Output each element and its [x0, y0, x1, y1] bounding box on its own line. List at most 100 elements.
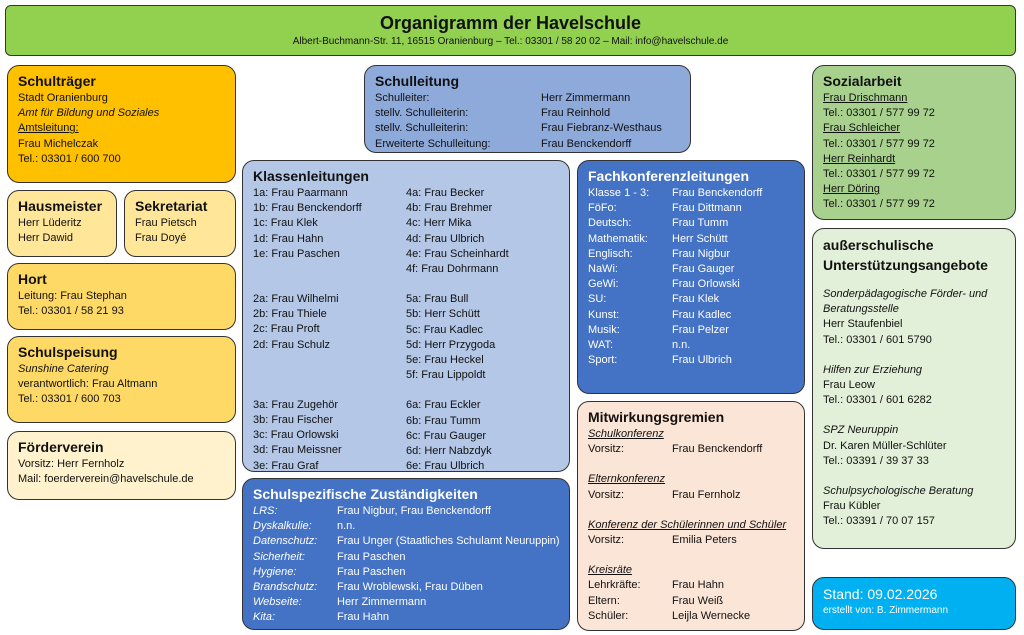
key-value-row: NaWi:Frau Gauger	[588, 262, 794, 277]
box-title: Hort	[18, 271, 47, 287]
key-value-row: Hygiene:Frau Paschen	[253, 565, 559, 580]
class-teacher: 2a: Frau Wilhelmi	[253, 293, 339, 306]
class-teacher: 6d: Herr Nabzdyk	[406, 445, 492, 458]
class-teacher: 4f: Frau Dohrmann	[406, 263, 499, 276]
row-value: n.n.	[337, 520, 356, 533]
row-label: Erweiterte Schulleitung:	[375, 137, 491, 150]
text-line: Vorsitz: Herr Fernholz	[18, 458, 125, 470]
class-teacher: 1d: Frau Hahn	[253, 232, 324, 245]
class-teacher: 2b: Frau Thiele	[253, 308, 327, 321]
key-value-row: Lehrkräfte:Frau Hahn	[588, 578, 794, 593]
row-label: Sport:	[588, 354, 618, 367]
spacer	[823, 408, 1005, 423]
row-value: Frau Kadlec	[672, 308, 732, 321]
row-value: Frau Pelzer	[672, 323, 729, 336]
row-value: Frau Hahn	[672, 579, 724, 592]
text-line: verantwortlich: Frau Altmann	[18, 378, 158, 391]
key-value-row: GeWi:Frau Orlowski	[588, 277, 794, 292]
row-label: stellv. Schulleiterin:	[375, 107, 469, 120]
box-title: Hausmeister	[18, 198, 103, 214]
row-label: Schüler:	[588, 609, 629, 622]
offer-name: SPZ Neuruppin	[823, 424, 899, 437]
row-value: Emilia Peters	[672, 534, 737, 547]
key-value-row: Vorsitz:Emilia Peters	[588, 533, 794, 548]
row-value: Herr Zimmermann	[337, 596, 427, 609]
class-teacher: 6c: Frau Gauger	[406, 429, 487, 442]
row-value: Frau Weiß	[672, 594, 724, 607]
offer-name: Schulpsychologische Beratung	[823, 485, 974, 498]
row-value: Leijla Wernecke	[672, 609, 751, 622]
class-teacher: 1a: Frau Paarmann	[253, 187, 348, 199]
gremium-name: Elternkonferenz	[588, 473, 666, 486]
class-teacher: 3a: Frau Zugehör	[253, 398, 338, 411]
box-title: Schulleitung	[375, 73, 459, 89]
gremium-name: Konferenz der Schülerinnen und Schüler	[588, 518, 787, 531]
row-label: Hygiene:	[253, 565, 297, 578]
row-value: Frau Benckendorff	[541, 137, 632, 150]
offer-phone: Tel.: 03391 / 39 37 33	[823, 454, 929, 467]
text-line: Frau Pietsch	[135, 217, 197, 229]
spacer	[406, 277, 559, 292]
box-title: Mitwirkungsgremien	[588, 409, 725, 425]
text-line: Stadt Oranienburg	[18, 92, 108, 104]
offer-phone: Tel.: 03301 / 601 5790	[823, 333, 932, 346]
page-title: Organigramm der Havelschule	[379, 13, 642, 33]
row-label: Sicherheit:	[253, 550, 305, 563]
spacer	[823, 348, 1005, 363]
offer-name: Sonderpädagogische Förder- und Beratungs…	[823, 288, 988, 316]
key-value-row: Sport: Frau Ulbrich	[588, 353, 794, 368]
key-value-row: Musik: Frau Pelzer	[588, 323, 794, 338]
offer-contact: Herr Staufenbiel	[823, 318, 903, 331]
key-value-row: SU:Frau Klek	[588, 292, 794, 307]
key-value-row: LRS:Frau Nigbur, Frau Benckendorff	[253, 504, 559, 519]
class-teacher: 1c: Frau Klek	[253, 217, 318, 230]
class-teacher: 6e: Frau Ulbrich	[406, 460, 485, 473]
social-worker-name: Herr Döring	[823, 183, 880, 196]
class-teacher: 5c: Frau Kadlec	[406, 323, 484, 336]
social-worker-name: Herr Reinhardt	[823, 152, 896, 165]
gremium-name: Kreisräte	[588, 564, 633, 577]
row-value: Frau Orlowski	[672, 278, 740, 291]
spacer	[253, 353, 406, 368]
social-worker-name: Frau Schleicher	[823, 122, 901, 135]
row-label: Klasse 1 - 3:	[588, 187, 650, 199]
key-value-row: Eltern:Frau Weiß	[588, 594, 794, 609]
row-label: Musik:	[588, 323, 620, 336]
text-line: Tel.: 03301 / 600 700	[18, 152, 121, 165]
key-value-row: Dyskalkulie:n.n.	[253, 519, 559, 534]
text-line: Herr Dawid	[18, 232, 74, 245]
gremium-name: Schulkonferenz	[588, 428, 664, 440]
row-value: Frau Tumm	[672, 217, 729, 230]
key-value-row: Schüler: Leijla Wernecke	[588, 609, 794, 624]
spacer	[588, 457, 794, 472]
spacer	[588, 548, 794, 563]
stand-box: Stand: 09.02.2026 erstellt von: B. Zimme…	[812, 577, 1016, 630]
key-value-row: Vorsitz:Frau Benckendorff	[588, 442, 794, 457]
row-label: Datenschutz:	[253, 535, 318, 548]
social-worker-phone: Tel.: 03301 / 577 99 72	[823, 137, 935, 150]
text-line: Mail: foerderverein@havelschule.de	[18, 473, 194, 486]
class-teacher: 2c: Frau Proft	[253, 323, 320, 336]
offer-phone: Tel.: 03391 / 70 07 157	[823, 515, 935, 528]
row-value: Frau Fiebranz-Westhaus	[541, 122, 662, 135]
spacer	[406, 383, 559, 398]
spacer	[253, 277, 406, 292]
key-value-row: Klasse 1 - 3:Frau Benckendorff	[588, 186, 794, 201]
box-title: Schulspezifische Zuständigkeiten	[253, 486, 478, 502]
row-value: Frau Ulbrich	[672, 354, 732, 367]
row-value: n.n.	[672, 339, 691, 352]
stand-date: Stand: 09.02.2026	[823, 586, 938, 602]
box-title: Schulträger	[18, 73, 96, 89]
spacer	[253, 383, 406, 398]
key-value-row: Kita:Frau Hahn	[253, 610, 559, 625]
key-value-row: Vorsitz:Frau Fernholz	[588, 488, 794, 503]
row-label: Webseite:	[253, 596, 302, 609]
class-teacher: 1e: Frau Paschen	[253, 247, 340, 260]
